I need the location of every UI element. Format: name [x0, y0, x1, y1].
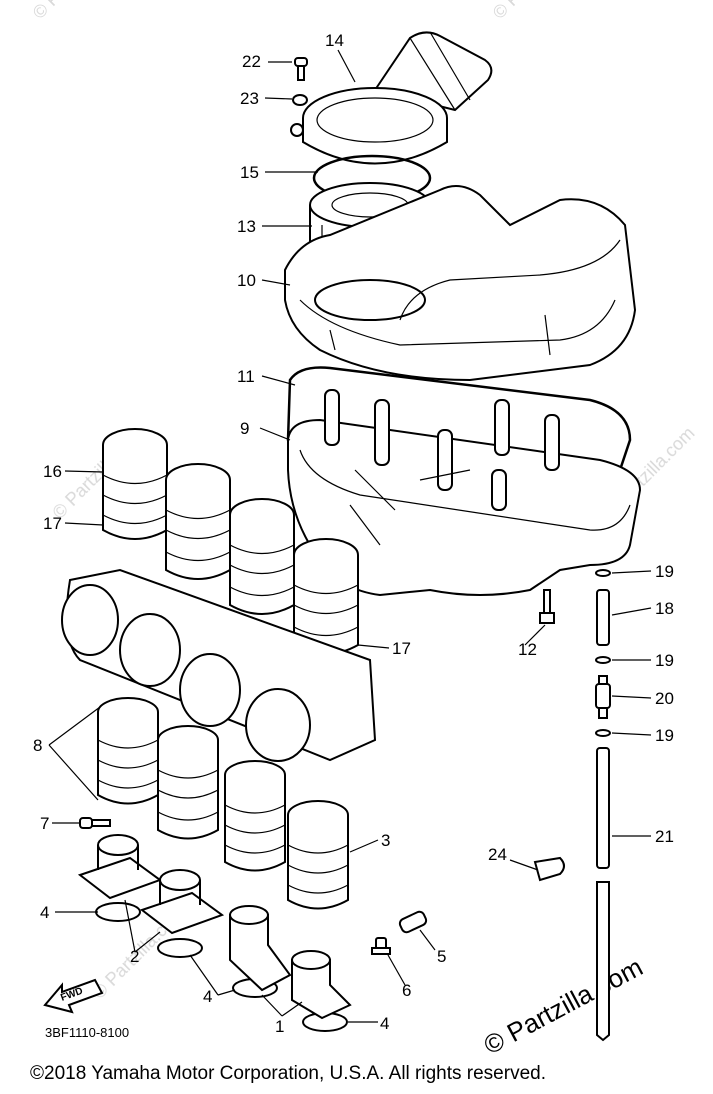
lower-joint-4	[287, 800, 349, 910]
callout-5: 5	[437, 947, 446, 966]
cleaner-cap	[290, 87, 448, 165]
joint-2	[165, 463, 231, 580]
lower-joint-2	[157, 725, 219, 840]
hose-nipple-6	[371, 937, 391, 955]
forward-arrow: FWD	[43, 978, 104, 1014]
callout-17-upper: 17	[43, 514, 62, 533]
callout-3: 3	[381, 831, 390, 850]
callout-4-right: 4	[380, 1014, 389, 1033]
callout-12: 12	[518, 640, 537, 659]
callout-18: 18	[655, 599, 674, 618]
hose-18	[596, 589, 610, 646]
watermark-top-left: © Partzilla.com	[29, 0, 129, 23]
intake-joints-lower	[97, 697, 349, 910]
partzilla-watermark-bottom-right: © Partzilla.com	[479, 952, 648, 1060]
callout-9: 9	[240, 419, 249, 438]
joint-1	[102, 428, 168, 540]
case-posts	[324, 389, 560, 511]
callout-4-left: 4	[40, 903, 49, 922]
callout-1: 1	[275, 1017, 284, 1036]
callout-19-low: 19	[655, 726, 674, 745]
callout-4-middle: 4	[203, 987, 212, 1006]
callout-23: 23	[240, 89, 259, 108]
callout-17-lower: 17	[392, 639, 411, 658]
callout-13: 13	[237, 217, 256, 236]
callout-19-mid: 19	[655, 651, 674, 670]
leader-lines	[48, 49, 652, 1023]
callout-8: 8	[33, 736, 42, 755]
manifold-flanges	[77, 834, 225, 935]
callout-6: 6	[402, 981, 411, 1000]
o-rings	[95, 902, 348, 1032]
clip-19-low	[595, 729, 611, 737]
callout-15: 15	[240, 163, 259, 182]
copyright-notice: ©2018 Yamaha Motor Corporation, U.S.A. A…	[30, 1063, 546, 1084]
callout-16: 16	[43, 462, 62, 481]
clip-19-top	[595, 569, 611, 577]
screw-7	[79, 817, 111, 829]
part-code: 3BF1110-8100	[45, 1025, 129, 1040]
lower-joint-3	[224, 760, 286, 872]
intake-elbows	[229, 905, 352, 1020]
callout-20: 20	[655, 689, 674, 708]
callout-24: 24	[488, 845, 507, 864]
plug-20	[595, 675, 611, 719]
watermark-top-right: © Partzilla.com	[489, 0, 589, 23]
washer-23	[292, 94, 308, 106]
lower-joint-1	[97, 697, 159, 805]
air-box-lower-case	[287, 389, 642, 597]
callout-22: 22	[242, 52, 261, 71]
callout-21: 21	[655, 827, 674, 846]
carburetor-joints	[102, 428, 359, 655]
clip-19-mid	[595, 656, 611, 664]
air-box-upper-cover	[284, 185, 637, 382]
callout-10: 10	[237, 271, 256, 290]
hose-21-lower	[596, 881, 610, 1042]
hose-fitting-24	[533, 856, 565, 882]
callout-2: 2	[130, 947, 139, 966]
callout-7: 7	[40, 814, 49, 833]
callout-numbers: 22 14 23 15 13 10 11 9 16 17 12 17 19 18…	[33, 31, 674, 1036]
joint-3	[229, 498, 295, 615]
bolt-12	[539, 589, 555, 624]
carburetor-bank	[61, 568, 377, 762]
exploded-view-drawing: © Partzilla.com © Partzilla.com © Partzi…	[29, 0, 699, 1060]
hose-21-upper	[596, 747, 610, 869]
callout-14: 14	[325, 31, 344, 50]
callout-19-top: 19	[655, 562, 674, 581]
cap-5	[398, 910, 428, 934]
callout-11: 11	[237, 367, 255, 386]
bolt-22	[294, 57, 308, 81]
drain-hose-assembly	[595, 569, 611, 1042]
